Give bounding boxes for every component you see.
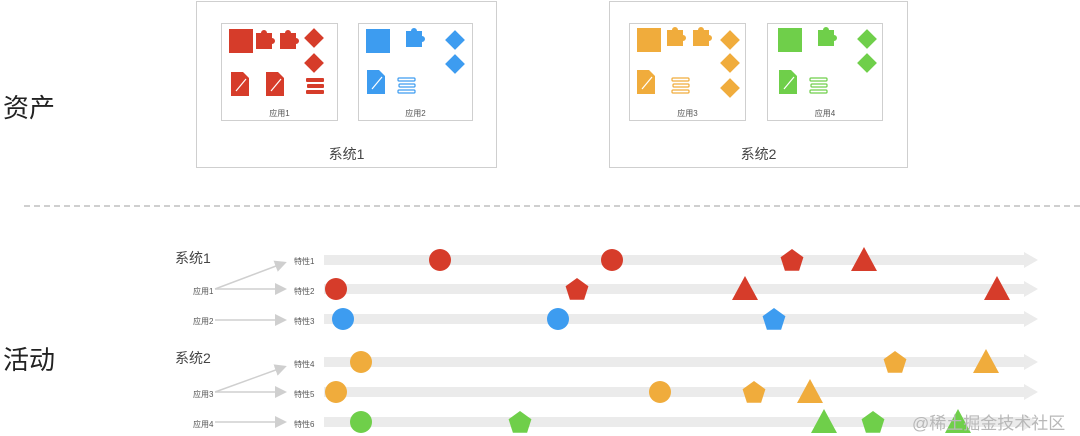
triangle-marker bbox=[851, 247, 877, 271]
circle-marker bbox=[350, 351, 372, 373]
square-icon bbox=[366, 29, 390, 53]
timeline-track bbox=[324, 387, 1024, 397]
timeline-track bbox=[324, 284, 1024, 294]
timeline-track bbox=[324, 357, 1024, 367]
triangle-marker bbox=[811, 409, 837, 433]
section-divider bbox=[24, 205, 1080, 207]
row-feature-label: 特性3 bbox=[294, 317, 315, 326]
triangle-marker bbox=[973, 349, 999, 373]
app-4-books-icon bbox=[809, 77, 828, 94]
square-icon bbox=[229, 29, 253, 53]
mapping-arrow bbox=[214, 364, 287, 393]
row-app-label: 应用1 bbox=[193, 287, 214, 296]
activity-system-1-label: 系统1 bbox=[175, 250, 211, 266]
triangle-marker bbox=[732, 276, 758, 300]
diamond-icon bbox=[304, 53, 324, 73]
app-3-label: 应用3 bbox=[677, 109, 698, 118]
circle-marker bbox=[325, 278, 347, 300]
timeline-track bbox=[324, 255, 1024, 265]
diamond-icon bbox=[445, 54, 465, 74]
app-1-icons bbox=[229, 28, 324, 96]
app-2-icons bbox=[366, 28, 465, 94]
system-1-label: 系统1 bbox=[328, 146, 365, 162]
system-2-label: 系统2 bbox=[740, 146, 777, 162]
timeline-arrowhead bbox=[1024, 252, 1038, 268]
circle-marker bbox=[332, 308, 354, 330]
mapping-arrow bbox=[214, 260, 287, 290]
row-feature-label: 特性1 bbox=[294, 257, 315, 266]
square-icon bbox=[637, 28, 661, 52]
pentagon-marker bbox=[861, 411, 885, 433]
row-app-label: 应用3 bbox=[193, 390, 214, 399]
circle-marker bbox=[325, 381, 347, 403]
pentagon-marker bbox=[742, 381, 766, 403]
diamond-icon bbox=[304, 28, 324, 48]
circle-marker bbox=[601, 249, 623, 271]
pentagon-marker bbox=[565, 278, 589, 300]
diamond-icon bbox=[445, 30, 465, 50]
row-feature-label: 特性5 bbox=[294, 390, 315, 399]
pentagon-marker bbox=[780, 249, 804, 271]
timeline-track bbox=[324, 314, 1024, 324]
pentagon-marker bbox=[762, 308, 786, 330]
activities-section-label: 活动 bbox=[3, 345, 56, 375]
circle-marker bbox=[350, 411, 372, 433]
mapping-arrows bbox=[214, 260, 287, 428]
app-3-books-icon bbox=[671, 77, 690, 94]
circle-marker bbox=[429, 249, 451, 271]
timeline-arrowhead bbox=[1024, 311, 1038, 327]
assets-section-label: 资产 bbox=[3, 93, 56, 123]
app-2-books-icon bbox=[397, 77, 416, 94]
circle-marker bbox=[547, 308, 569, 330]
row-app-label: 应用2 bbox=[193, 317, 214, 326]
row-app-label: 应用4 bbox=[193, 420, 214, 429]
triangle-marker bbox=[984, 276, 1010, 300]
triangle-marker bbox=[945, 409, 971, 433]
timeline-arrowhead bbox=[1024, 384, 1038, 400]
row-feature-label: 特性6 bbox=[294, 420, 315, 429]
pentagon-marker bbox=[883, 351, 907, 373]
pentagon-marker bbox=[508, 411, 532, 433]
row-feature-label: 特性4 bbox=[294, 360, 315, 369]
app-4-label: 应用4 bbox=[814, 109, 836, 118]
row-feature-label: 特性2 bbox=[294, 287, 315, 296]
triangle-marker bbox=[797, 379, 823, 403]
timeline-arrowhead bbox=[1024, 414, 1038, 430]
app-2-label: 应用2 bbox=[405, 109, 426, 118]
activity-system-2-label: 系统2 bbox=[175, 350, 211, 366]
watermark: @稀土掘金技术社区 bbox=[912, 414, 1066, 433]
square-icon bbox=[778, 28, 802, 52]
timeline-arrowhead bbox=[1024, 281, 1038, 297]
timeline-track bbox=[324, 417, 1024, 427]
app-1-label: 应用1 bbox=[269, 109, 290, 118]
circle-marker bbox=[649, 381, 671, 403]
timeline-arrowhead bbox=[1024, 354, 1038, 370]
